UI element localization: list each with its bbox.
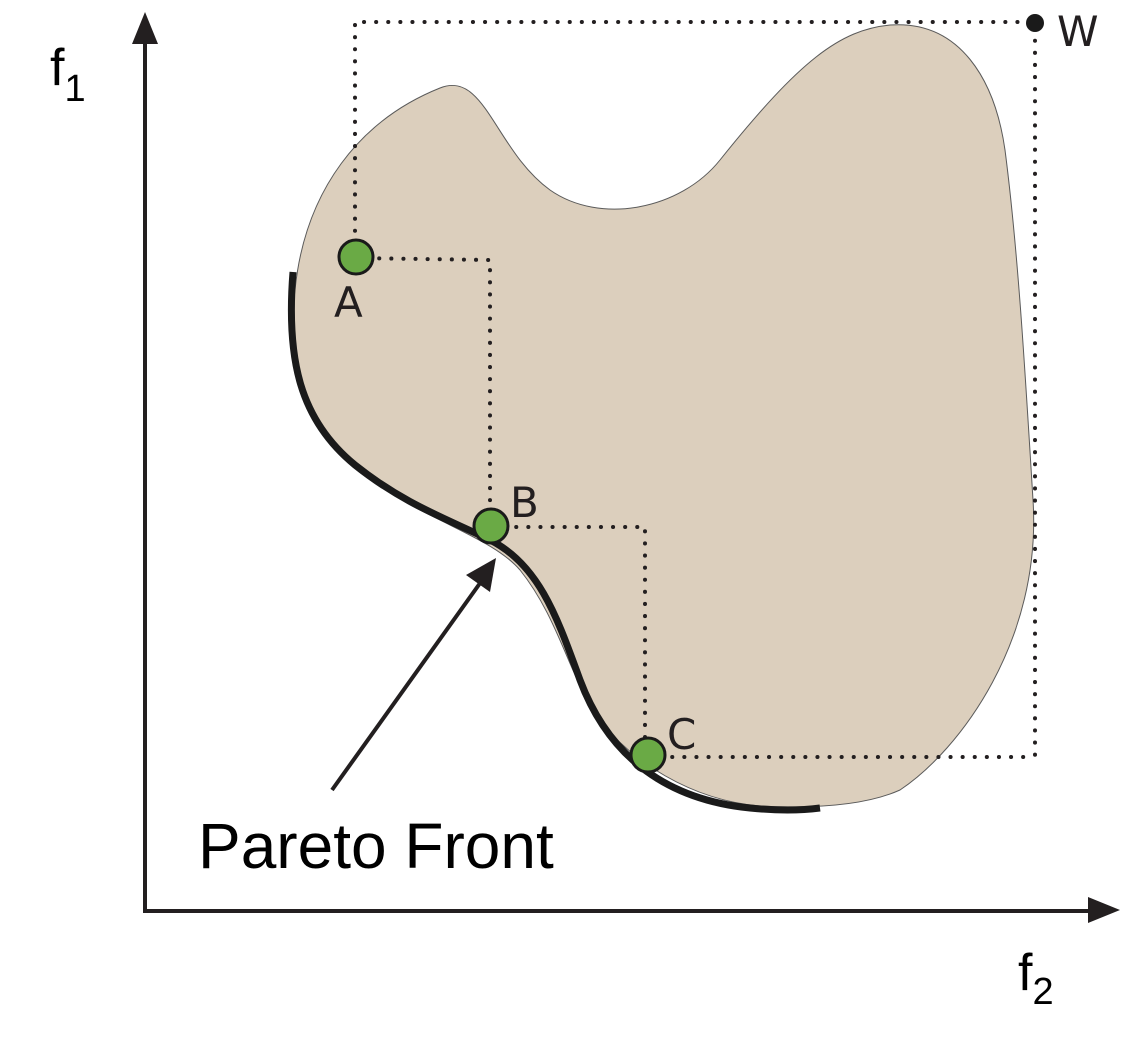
pareto-front-pointer-arrow	[330, 570, 490, 792]
pareto-front-callout: Pareto Front	[198, 810, 554, 882]
y-axis-label-main: f	[50, 39, 65, 97]
x-axis-label-main: f	[1018, 944, 1033, 1002]
x-axis-label-subscript: 2	[1032, 971, 1053, 1013]
x-axis-label: f2	[1018, 944, 1054, 1013]
dominance-line-a-b	[353, 256, 492, 529]
worst-point-marker	[1026, 14, 1044, 32]
y-axis-label-subscript: 1	[64, 68, 85, 110]
point-a-label: A	[334, 278, 363, 327]
pareto-front-curve	[287, 271, 821, 814]
point-a-marker	[337, 238, 375, 276]
pareto-front-pointer-arrowhead	[466, 558, 496, 592]
point-c-label: C	[667, 710, 696, 759]
feasible-region	[291, 24, 1035, 808]
point-c-marker	[629, 736, 667, 774]
point-b-label: B	[510, 478, 539, 527]
x-axis-arrowhead	[1088, 897, 1120, 923]
point-b-marker	[472, 507, 510, 545]
y-axis-arrowhead	[132, 12, 158, 44]
y-axis-label: f1	[50, 39, 86, 110]
worst-point-label: W	[1057, 7, 1099, 56]
